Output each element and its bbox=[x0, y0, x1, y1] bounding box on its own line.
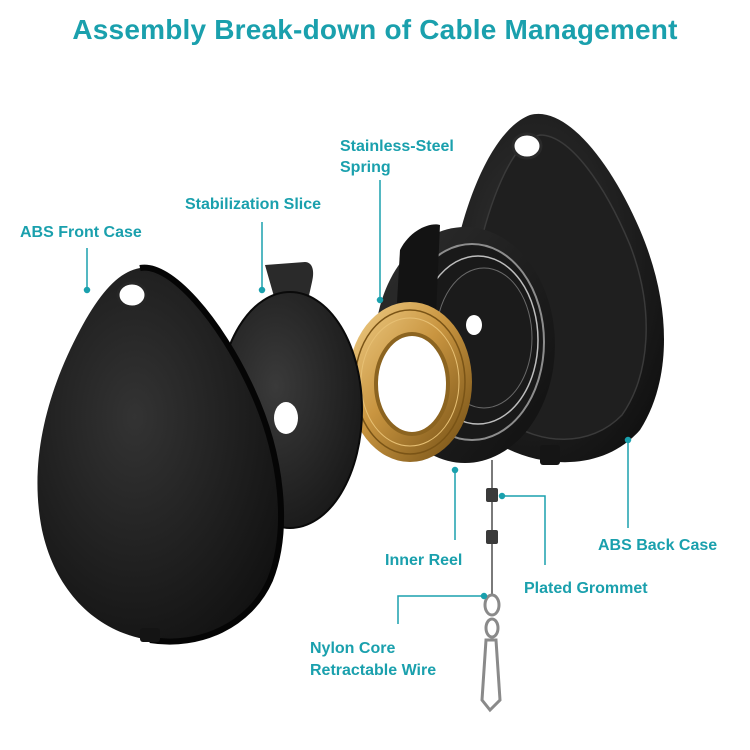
label-spring-line1: Stainless-Steel bbox=[340, 138, 454, 155]
wire-clip-icon bbox=[480, 460, 502, 713]
callout-lines bbox=[83, 180, 632, 624]
label-nylon-core-line2: Retractable Wire bbox=[310, 662, 437, 679]
grommet-icon bbox=[486, 488, 498, 502]
label-spring-line2: Spring bbox=[340, 159, 391, 176]
spring-coil-icon bbox=[348, 302, 472, 462]
front-case-icon bbox=[37, 264, 284, 645]
label-nylon-core-line1: Nylon Core bbox=[310, 640, 396, 657]
label-abs-front-case: ABS Front Case bbox=[20, 224, 142, 241]
label-abs-back-case: ABS Back Case bbox=[598, 537, 718, 554]
page-title: Assembly Break-down of Cable Management bbox=[72, 14, 678, 45]
label-stabilization-slice: Stabilization Slice bbox=[185, 196, 322, 213]
label-inner-reel: Inner Reel bbox=[385, 552, 463, 569]
label-plated-grommet: Plated Grommet bbox=[524, 580, 648, 597]
